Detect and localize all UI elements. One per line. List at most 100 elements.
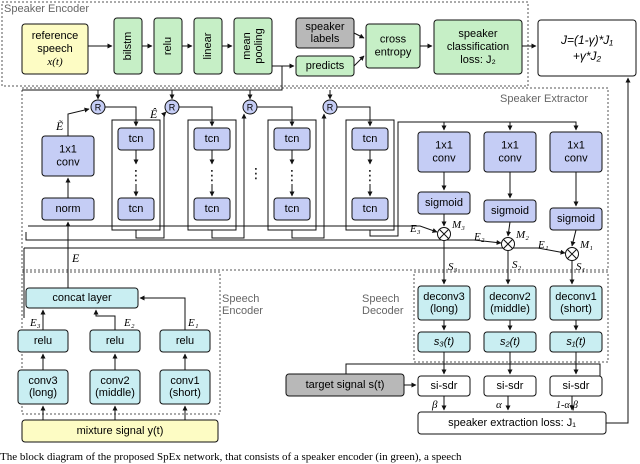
speech-encoder-region-title: Speech [222, 293, 259, 305]
predicts-to-ce [353, 55, 365, 67]
r1-to-stack1 [105, 106, 139, 127]
stack2-to-r3 [211, 113, 247, 239]
svg-text:tcn: tcn [363, 203, 378, 215]
svg-text:R: R [95, 103, 102, 113]
tcn-stack-2-frame [187, 119, 237, 231]
sigmoid-to-mult-2 [506, 221, 512, 237]
svg-text:tcn: tcn [129, 203, 144, 215]
svg-text:s₁(t): s₁(t) [566, 336, 586, 348]
svg-text:relu: relu [176, 335, 194, 347]
E3-to-mult [28, 225, 438, 233]
tcn-stack-2-ellipsis: ⋮ [205, 167, 219, 183]
svg-text:R: R [247, 103, 254, 113]
svg-text:si-sdr: si-sdr [563, 380, 590, 392]
r4-to-stack4 [337, 106, 373, 127]
sigmoid-col-1: sigmoid [549, 207, 603, 231]
svg-text:si-sdr: si-sdr [497, 380, 524, 392]
tcn-stack-2-top: tcn [193, 127, 231, 151]
svg-text:predicts: predicts [306, 60, 345, 72]
label-beta: β [431, 399, 438, 411]
svg-text:conv2(middle): conv2(middle) [95, 375, 135, 399]
svg-text:relu: relu [106, 335, 124, 347]
s3-block: s₃(t) [417, 331, 471, 353]
labels-to-ce [353, 32, 365, 39]
speaker-embedding-bus [22, 66, 283, 91]
si-sdr-2-block: si-sdr [483, 375, 537, 397]
norm-block: norm [41, 197, 95, 221]
si-sdr-1-block: si-sdr [549, 375, 603, 397]
mean-pooling-block: meanpooling [233, 17, 273, 75]
conv2-block: conv2(middle) [89, 369, 141, 405]
tcn-stack-4-frame [345, 119, 395, 231]
conv3-block: conv3(long) [17, 369, 69, 405]
svg-text:concat layer: concat layer [52, 292, 112, 304]
speaker-encoder-region [1, 1, 529, 87]
svg-text:deconv2(middle): deconv2(middle) [489, 291, 531, 315]
r-node-3: R [242, 99, 258, 115]
svg-text:sigmoid: sigmoid [557, 213, 595, 225]
label-E1-encoder: E₁ [187, 317, 199, 329]
svg-text:sigmoid: sigmoid [491, 205, 529, 217]
label-E2-extractor: E₂ [473, 231, 485, 243]
relu1-to-concat [139, 295, 186, 330]
total-loss-block: J=(1-γ)*J₁+γ*J₂ [537, 19, 637, 77]
label-E1-extractor: E₁ [537, 239, 549, 251]
bilstm-block: bilstm [113, 17, 143, 75]
si-sdr-3-block: si-sdr [417, 375, 471, 397]
relu-encoder-block: relu [153, 17, 183, 75]
tcn-stack-3-ellipsis: ⋮ [285, 167, 299, 183]
speech-decoder-region-title: Decoder [362, 305, 404, 317]
svg-text:s₂(t): s₂(t) [500, 336, 520, 348]
speaker-extractor-region [21, 87, 609, 271]
sigmoid-to-mult-1 [570, 229, 577, 247]
s2-block: s₂(t) [483, 331, 537, 353]
E1-to-mult [24, 247, 566, 255]
multiply-node-2 [501, 237, 515, 251]
r-node-4: R [322, 99, 338, 115]
deconv3-block: deconv3(long) [417, 285, 471, 321]
conv1-block: conv1(short) [159, 369, 211, 405]
figure-caption: The block diagram of the proposed SpEx n… [0, 451, 462, 463]
label-one-minus: 1-α-β [556, 400, 578, 411]
tcn-stack-4-bottom: tcn [351, 197, 389, 221]
more-stacks-ellipsis: ⋮ [249, 165, 263, 181]
speaker-extractor-region-title: Speaker Extractor [500, 93, 588, 105]
svg-text:conv1(short): conv1(short) [169, 375, 201, 399]
label-M2: M₂ [515, 229, 529, 241]
label-E2-encoder: E₂ [123, 317, 135, 329]
sigmoid-col-3: sigmoid [417, 191, 471, 215]
svg-text:tcn: tcn [205, 133, 220, 145]
stack4-out-right [369, 121, 579, 237]
svg-text:tcn: tcn [363, 133, 378, 145]
svg-text:relu: relu [162, 37, 174, 55]
r-node-2: R [164, 99, 180, 115]
speech-decoder-region-title: Speech [362, 293, 399, 305]
r3-to-stack3 [257, 106, 295, 127]
tcn-stack-3-bottom: tcn [273, 197, 311, 221]
target-signal-block: target signal s(t) [285, 373, 405, 397]
relu-2-block: relu [89, 329, 141, 353]
tcn-stack-3-top: tcn [273, 127, 311, 151]
tcn-stack-4-ellipsis: ⋮ [363, 167, 377, 183]
speech-decoder-region [413, 271, 609, 363]
label-E: E [71, 251, 80, 265]
tcn-stack-1-frame [111, 119, 161, 231]
speaker-extraction-loss-block: speaker extraction loss: J₁ [417, 411, 607, 435]
label-E-hat: Ê [149, 107, 158, 121]
s1-block: s₁(t) [549, 331, 603, 353]
svg-text:tcn: tcn [285, 203, 300, 215]
svg-text:speaker extraction loss: J₁: speaker extraction loss: J₁ [448, 417, 576, 429]
tcn-stack-1-ellipsis: ⋮ [129, 167, 143, 183]
label-alpha: α [496, 399, 502, 411]
svg-text:si-sdr: si-sdr [431, 380, 458, 392]
svg-text:sigmoid: sigmoid [425, 197, 463, 209]
